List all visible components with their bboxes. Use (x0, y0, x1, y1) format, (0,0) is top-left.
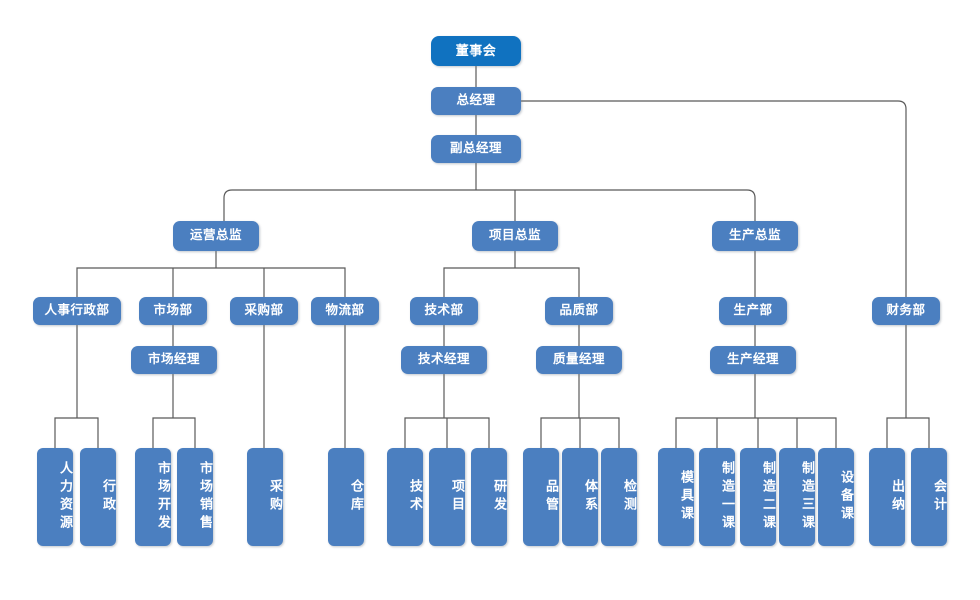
node-leaf-project[interactable]: 项目 (429, 448, 465, 546)
node-dept-hr-admin-label: 人事行政部 (44, 303, 110, 318)
node-dept-technology[interactable]: 技术部 (410, 297, 478, 325)
node-leaf-inspection[interactable]: 检测 (601, 448, 637, 546)
node-leaf-warehouse-label: 仓库 (349, 479, 364, 515)
node-leaf-equipment-section-label: 设备课 (839, 470, 854, 524)
node-dept-quality-label: 品质部 (559, 303, 599, 318)
node-general-manager-label: 总经理 (456, 93, 496, 108)
node-dept-finance[interactable]: 财务部 (872, 297, 940, 325)
node-leaf-research-development[interactable]: 研发 (471, 448, 507, 546)
node-leaf-manufacturing-2-label: 制造二课 (761, 461, 776, 533)
node-director-production[interactable]: 生产总监 (712, 221, 798, 251)
node-leaf-market-development-label: 市场开发 (156, 461, 171, 533)
node-leaf-equipment-section[interactable]: 设备课 (818, 448, 854, 546)
node-director-project[interactable]: 项目总监 (472, 221, 558, 251)
node-manager-production-label: 生产经理 (726, 352, 779, 367)
node-leaf-project-label: 项目 (450, 479, 465, 515)
node-dept-hr-admin[interactable]: 人事行政部 (33, 297, 121, 325)
node-dept-technology-label: 技术部 (424, 303, 464, 318)
edge-hr-bus (54, 417, 99, 448)
node-leaf-warehouse[interactable]: 仓库 (328, 448, 364, 546)
node-leaf-research-development-label: 研发 (492, 479, 507, 515)
node-dept-production-label: 生产部 (733, 303, 773, 318)
node-dept-logistics-label: 物流部 (325, 303, 365, 318)
node-dept-logistics[interactable]: 物流部 (311, 297, 379, 325)
edge-qual-bus (540, 417, 620, 448)
node-leaf-manufacturing-3-label: 制造三课 (800, 461, 815, 533)
node-dept-purchasing[interactable]: 采购部 (230, 297, 298, 325)
node-leaf-cashier[interactable]: 出纳 (869, 448, 905, 546)
node-leaf-human-resources-label: 人力资源 (58, 461, 73, 533)
edge-fin-bus (886, 417, 930, 448)
node-leaf-administration-label: 行政 (101, 479, 116, 515)
edge-director-bus (223, 189, 756, 221)
node-leaf-accounting[interactable]: 会计 (911, 448, 947, 546)
node-leaf-manufacturing-1[interactable]: 制造一课 (699, 448, 735, 546)
node-general-manager[interactable]: 总经理 (431, 87, 521, 115)
node-leaf-market-development[interactable]: 市场开发 (135, 448, 171, 546)
node-board-label: 董事会 (455, 42, 497, 58)
node-board[interactable]: 董事会 (431, 36, 521, 66)
node-leaf-quality-system-label: 体系 (583, 479, 598, 515)
node-deputy-general-manager[interactable]: 副总经理 (431, 135, 521, 163)
node-leaf-manufacturing-1-label: 制造一课 (720, 461, 735, 533)
node-leaf-quality-control-label: 品管 (544, 479, 559, 515)
node-deputy-general-manager-label: 副总经理 (449, 141, 502, 156)
node-manager-marketing-label: 市场经理 (147, 352, 200, 367)
node-manager-quality[interactable]: 质量经理 (536, 346, 622, 374)
node-leaf-mold-section-label: 模具课 (679, 470, 694, 524)
node-manager-technology[interactable]: 技术经理 (401, 346, 487, 374)
node-manager-technology-label: 技术经理 (417, 352, 470, 367)
edge-mkt-bus (152, 417, 196, 448)
node-leaf-manufacturing-3[interactable]: 制造三课 (779, 448, 815, 546)
node-dept-marketing[interactable]: 市场部 (139, 297, 207, 325)
node-director-project-label: 项目总监 (488, 228, 541, 243)
node-manager-quality-label: 质量经理 (552, 352, 605, 367)
node-leaf-purchasing-label: 采购 (268, 479, 283, 515)
node-director-operations-label: 运营总监 (189, 228, 242, 243)
edge-tech-bus (404, 417, 490, 448)
node-dept-production[interactable]: 生产部 (719, 297, 787, 325)
node-leaf-cashier-label: 出纳 (890, 479, 905, 515)
edge-gm-finance (521, 100, 907, 297)
node-leaf-technology-label: 技术 (408, 479, 423, 515)
edge-prod-bus (675, 417, 837, 448)
node-leaf-accounting-label: 会计 (932, 479, 947, 515)
node-leaf-human-resources[interactable]: 人力资源 (37, 448, 73, 546)
node-manager-marketing[interactable]: 市场经理 (131, 346, 217, 374)
node-leaf-market-sales-label: 市场销售 (198, 461, 213, 533)
node-leaf-manufacturing-2[interactable]: 制造二课 (740, 448, 776, 546)
node-dept-marketing-label: 市场部 (153, 303, 193, 318)
node-leaf-administration[interactable]: 行政 (80, 448, 116, 546)
node-leaf-market-sales[interactable]: 市场销售 (177, 448, 213, 546)
edge-dept-bus-ops (76, 267, 346, 297)
node-leaf-quality-system[interactable]: 体系 (562, 448, 598, 546)
node-dept-finance-label: 财务部 (886, 303, 926, 318)
node-leaf-inspection-label: 检测 (622, 479, 637, 515)
node-dept-purchasing-label: 采购部 (244, 303, 284, 318)
node-leaf-purchasing[interactable]: 采购 (247, 448, 283, 546)
node-director-operations[interactable]: 运营总监 (173, 221, 259, 251)
node-leaf-technology[interactable]: 技术 (387, 448, 423, 546)
node-director-production-label: 生产总监 (728, 228, 781, 243)
node-dept-quality[interactable]: 品质部 (545, 297, 613, 325)
node-manager-production[interactable]: 生产经理 (710, 346, 796, 374)
edge-dept-bus-proj (443, 267, 580, 297)
node-leaf-quality-control[interactable]: 品管 (523, 448, 559, 546)
node-leaf-mold-section[interactable]: 模具课 (658, 448, 694, 546)
